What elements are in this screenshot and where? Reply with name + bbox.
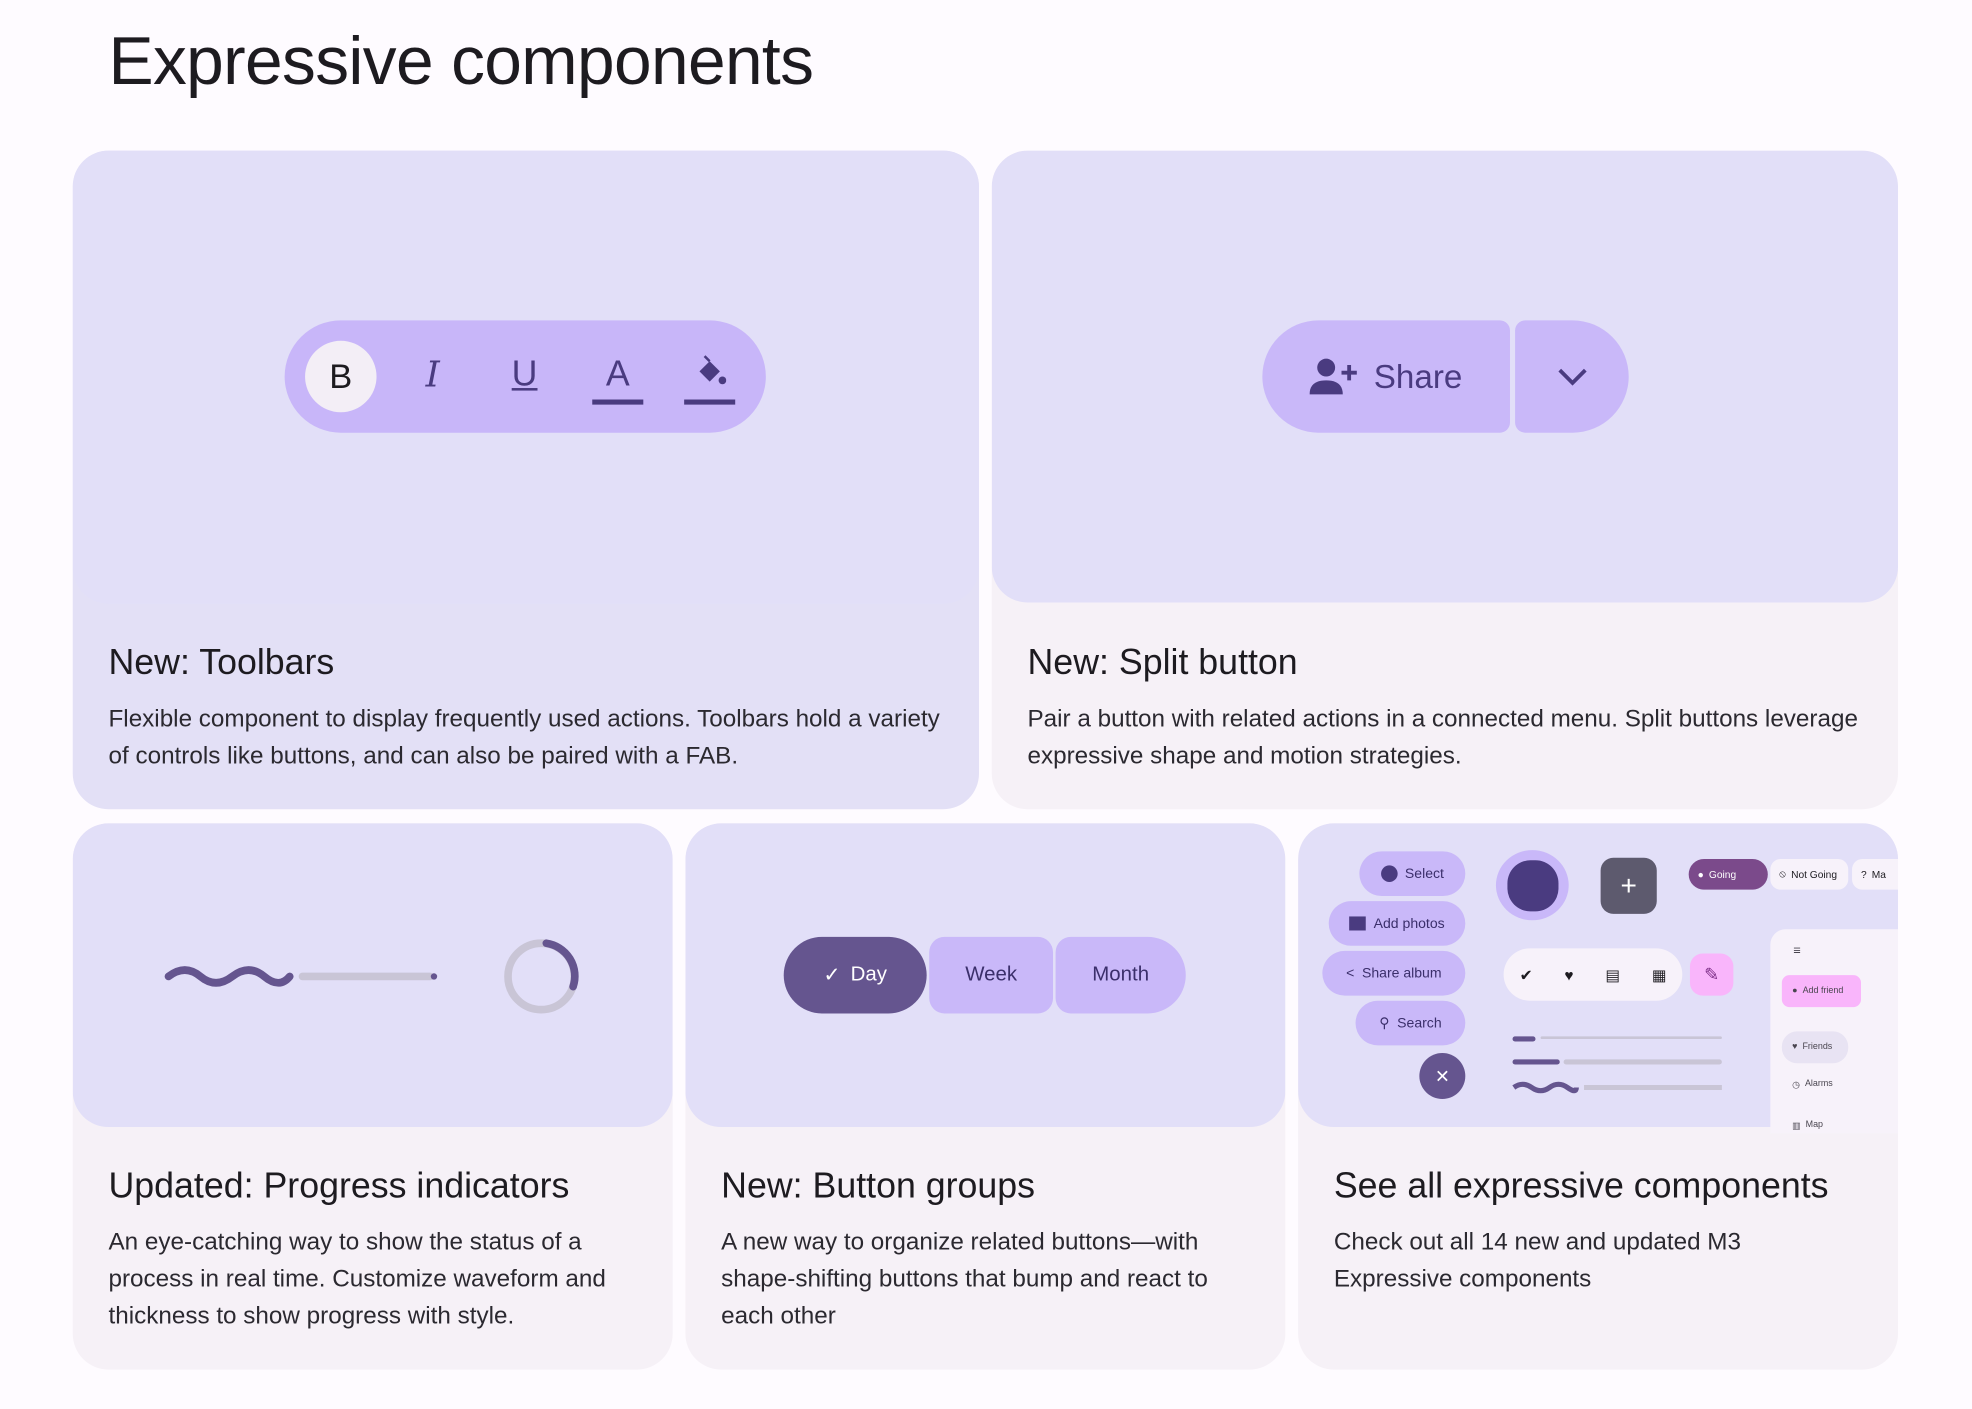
page-title: Expressive components — [108, 24, 814, 100]
card-description: An eye-catching way to show the status o… — [108, 1229, 606, 1331]
chip-going: ●Going — [1688, 859, 1768, 890]
card-title: New: Toolbars — [108, 642, 335, 682]
chevron-down-icon — [1557, 368, 1587, 386]
text-color-icon[interactable]: A — [592, 354, 644, 405]
wavy-linear-progress — [164, 966, 438, 987]
fab-menu-search: ⚲Search — [1355, 1000, 1466, 1046]
card-visual: Select Add photos <Share album ⚲Search ✕… — [1298, 823, 1899, 1134]
plus-fab-icon: + — [1600, 857, 1657, 914]
person-add-icon — [1309, 358, 1358, 395]
day-button[interactable]: ✓Day — [783, 936, 927, 1014]
card-description: A new way to organize related buttons—wi… — [721, 1229, 1208, 1331]
card-visual — [72, 823, 673, 1128]
card-toolbars[interactable]: B I U A New: Toolbars Flexible component… — [72, 150, 979, 810]
toolbar: B I U A — [284, 320, 766, 433]
share-button[interactable]: Share — [1262, 320, 1510, 433]
card-visual: B I U A — [72, 150, 979, 604]
month-button[interactable]: Month — [1055, 936, 1186, 1014]
chip-maybe: ?Ma — [1852, 859, 1899, 890]
card-split-button[interactable]: Share New: Split button Pair a button wi… — [991, 150, 1899, 810]
card-title: Updated: Progress indicators — [108, 1165, 570, 1205]
close-fab-icon: ✕ — [1419, 1053, 1466, 1099]
circular-progress — [504, 939, 579, 1014]
fab-menu-select: Select — [1359, 851, 1466, 897]
card-title: New: Split button — [1027, 642, 1298, 682]
card-description: Check out all 14 new and updated M3 Expr… — [1333, 1229, 1742, 1293]
shape-fab — [1495, 850, 1569, 921]
share-label: Share — [1373, 356, 1463, 396]
split-menu-button[interactable] — [1515, 320, 1629, 433]
italic-icon[interactable]: I — [425, 353, 440, 396]
fab-menu-share-album: <Share album — [1322, 950, 1466, 996]
card-visual: ✓Day Week Month — [685, 823, 1286, 1128]
card-description: Pair a button with related actions in a … — [1027, 705, 1858, 770]
card-title: New: Button groups — [721, 1165, 1036, 1205]
chip-not-going: ⦸Not Going — [1770, 859, 1849, 890]
card-title: See all expressive components — [1333, 1165, 1829, 1205]
edit-icon: ✎ — [1689, 953, 1734, 996]
nav-drawer: ≡ ●Add friend ♥Friends ◷Alarms ▥Map — [1770, 929, 1899, 1134]
icon-toolbar: ✔♥▤▦ — [1503, 948, 1683, 1001]
fill-color-icon[interactable] — [684, 354, 736, 405]
card-description: Flexible component to display frequently… — [108, 705, 940, 770]
underline-icon[interactable]: U — [511, 353, 538, 394]
check-icon: ✓ — [823, 964, 841, 987]
card-progress-indicators[interactable]: Updated: Progress indicators An eye-catc… — [72, 823, 673, 1370]
card-button-groups[interactable]: ✓Day Week Month New: Button groups A new… — [685, 823, 1286, 1370]
card-see-all[interactable]: Select Add photos <Share album ⚲Search ✕… — [1298, 823, 1899, 1370]
card-visual: Share — [991, 150, 1899, 603]
week-button[interactable]: Week — [929, 936, 1054, 1014]
fab-menu-add-photos: Add photos — [1328, 901, 1466, 946]
bold-button[interactable]: B — [305, 340, 377, 413]
